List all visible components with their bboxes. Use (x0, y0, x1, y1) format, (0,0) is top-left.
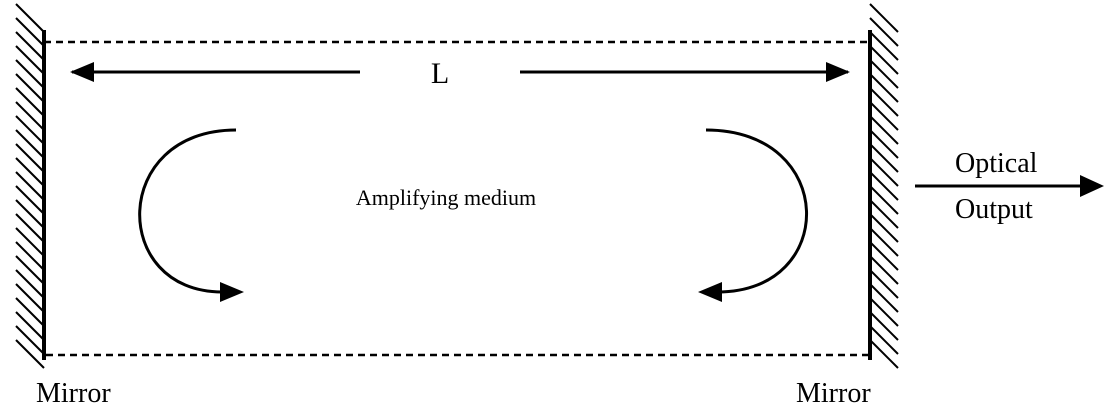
right-mirror (868, 3, 899, 369)
right-mirror-hatch (869, 255, 899, 285)
medium-label: Amplifying medium (356, 185, 536, 210)
right-mirror-hatch (869, 87, 899, 117)
right-mirror-hatch (869, 143, 899, 173)
left-mirror-hatch (15, 171, 45, 201)
right-mirror-hatch (869, 3, 899, 33)
left-mirror-hatch (15, 227, 45, 257)
left-mirror-hatch (15, 3, 45, 33)
left-mirror-hatch (15, 213, 45, 243)
right-mirror-hatch (869, 31, 899, 61)
right-mirror-hatch (869, 199, 899, 229)
left-mirror-hatch (15, 87, 45, 117)
right-circulation-arrow (698, 128, 808, 302)
left-mirror-hatch (15, 339, 45, 369)
left-mirror-hatch (15, 283, 45, 313)
left-mirror-hatch (15, 185, 45, 215)
right-mirror-hatch (869, 241, 899, 271)
length-label: L (431, 57, 449, 90)
left-mirror-hatch (15, 269, 45, 299)
right-mirror-hatch (869, 213, 899, 243)
left-mirror-hatch (15, 143, 45, 173)
left-mirror-hatch (15, 255, 45, 285)
left-mirror-hatch (15, 157, 45, 187)
right-mirror-hatch (869, 59, 899, 89)
left-mirror-hatch (15, 297, 45, 327)
right-mirror-hatch (869, 339, 899, 369)
left-mirror-hatch (15, 325, 45, 355)
right-mirror-hatch (869, 171, 899, 201)
left-mirror-hatch (15, 241, 45, 271)
left-circulation-arrow (138, 128, 244, 302)
right-mirror-hatch (869, 115, 899, 145)
left-mirror-hatch (15, 45, 45, 75)
left-mirror-hatch (15, 73, 45, 103)
left-mirror-hatch (15, 199, 45, 229)
left-mirror-hatch (15, 31, 45, 61)
left-mirror (15, 3, 46, 369)
right-mirror-hatch (869, 45, 899, 75)
right-mirror-hatch (869, 297, 899, 327)
right-mirror-hatch (869, 101, 899, 131)
optical-output-arrow (915, 175, 1104, 197)
length-arrowhead-left (70, 62, 94, 82)
right-mirror-hatch (869, 227, 899, 257)
right-mirror-label: Mirror (796, 378, 871, 409)
right-mirror-hatch (869, 269, 899, 299)
length-arrowhead-right (826, 62, 850, 82)
left-mirror-hatch (15, 129, 45, 159)
left-mirror-hatch (15, 115, 45, 145)
right-mirror-hatch (869, 283, 899, 313)
output-label-line2: Output (955, 194, 1033, 225)
cavity-boundary (42, 40, 872, 357)
left-mirror-label: Mirror (36, 378, 111, 409)
left-mirror-hatch (15, 59, 45, 89)
output-label-line1: Optical (955, 148, 1038, 179)
right-mirror-hatch (869, 129, 899, 159)
left-mirror-hatch (15, 101, 45, 131)
right-mirror-hatch (869, 73, 899, 103)
right-mirror-hatch (869, 17, 899, 47)
right-mirror-hatch (869, 311, 899, 341)
left-mirror-hatch (15, 311, 45, 341)
right-mirror-hatch (869, 157, 899, 187)
right-mirror-hatch (869, 325, 899, 355)
left-mirror-hatch (15, 17, 45, 47)
right-mirror-hatch (869, 185, 899, 215)
length-dimension: L (70, 57, 850, 90)
